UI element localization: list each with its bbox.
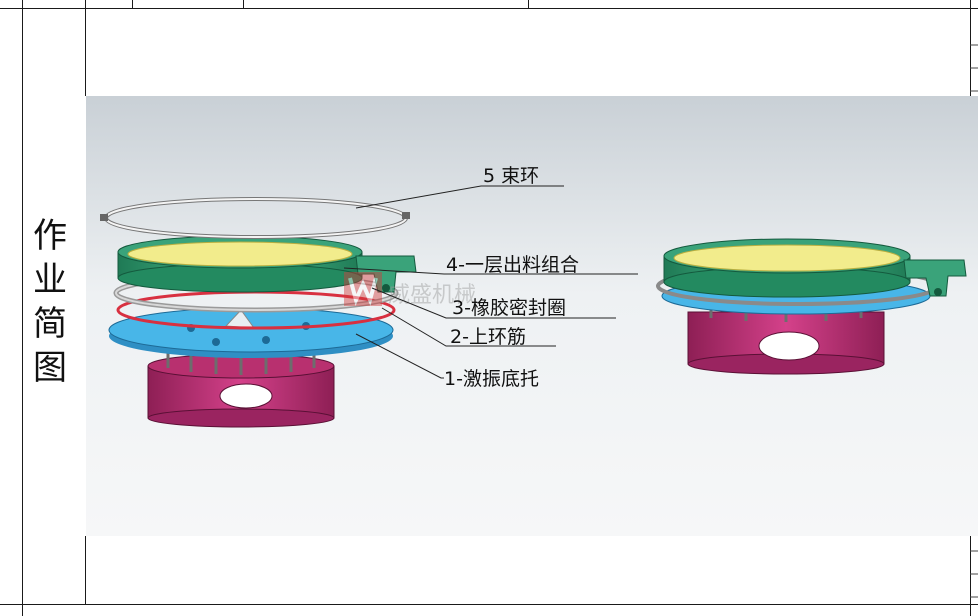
- label-column-divider: [85, 0, 86, 96]
- header-divider-2: [243, 0, 244, 9]
- label-part-2: 2-上环筋: [450, 326, 526, 348]
- bottom-border: [0, 604, 978, 605]
- exploded-assembly: [100, 197, 417, 428]
- exploded-view-diagram: 威盛机械 5 束环 4-一层出料组合 3-橡胶密封圈 2-上环筋 1-激振底托: [86, 96, 978, 536]
- watermark-logo: 威盛机械: [344, 272, 476, 308]
- part-labels: 5 束环 4-一层出料组合 3-橡胶密封圈 2-上环筋 1-激振底托: [444, 165, 579, 390]
- section-title: 作 业 简 图: [28, 214, 72, 390]
- leader-line-5: [355, 185, 564, 209]
- clamp-ring: [100, 197, 410, 239]
- svg-text:威盛机械: 威盛机械: [388, 283, 476, 308]
- leader-line-2: [381, 307, 556, 347]
- left-border: [22, 0, 23, 616]
- leader-line-4: [343, 267, 638, 275]
- label-column-divider-lower: [85, 536, 86, 604]
- section-title-char-1: 作: [33, 216, 67, 256]
- section-title-char-2: 业: [33, 260, 67, 300]
- assembled-unit: [656, 238, 967, 375]
- leader-line-3: [371, 287, 616, 319]
- vibrating-plate: [108, 307, 394, 358]
- header-divider-3: [528, 0, 529, 9]
- section-title-char-3: 简: [33, 304, 67, 344]
- section-title-char-4: 图: [33, 348, 67, 388]
- header-divider-1: [132, 0, 133, 9]
- leader-line-1: [355, 333, 444, 379]
- vibration-base: [147, 351, 335, 428]
- label-part-1: 1-激振底托: [444, 368, 539, 390]
- label-part-5: 5 束环: [483, 165, 539, 187]
- top-border: [0, 8, 978, 9]
- label-part-3: 3-橡胶密封圈: [452, 297, 566, 319]
- leader-lines: [343, 185, 638, 379]
- label-part-4: 4-一层出料组合: [446, 254, 579, 276]
- discharge-frame: [117, 235, 417, 293]
